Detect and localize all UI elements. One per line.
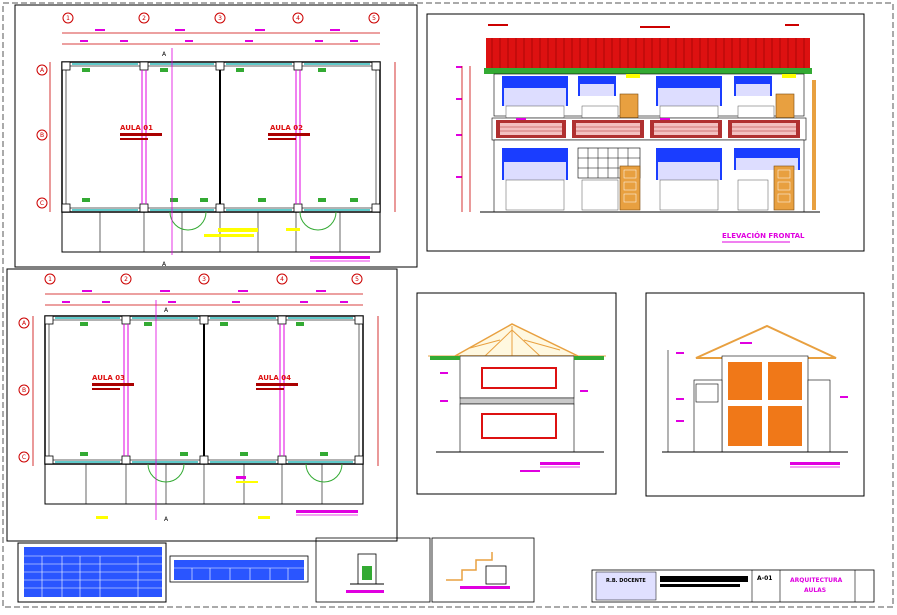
title-block: R.B. DOCENTE A-01 ARQUITECTURA AULAS xyxy=(591,569,875,603)
grid-label: C xyxy=(22,454,26,461)
sheet-border xyxy=(2,2,894,608)
foundation-detail xyxy=(315,537,431,603)
grid-label: C xyxy=(40,200,44,207)
front-elevation: ELEVACIÓN FRONTAL xyxy=(426,13,865,252)
schedule-table-left xyxy=(17,542,167,603)
room-label: AULA 03 xyxy=(92,374,125,382)
logo-text: R.B. DOCENTE xyxy=(606,578,646,584)
section-marker: A xyxy=(164,516,169,523)
cross-section xyxy=(416,292,617,495)
grid-label: 4 xyxy=(280,276,284,283)
room-label: AULA 01 xyxy=(120,124,153,132)
grid-label: 3 xyxy=(218,15,222,22)
section-marker: A xyxy=(162,261,167,268)
sheet-code: A-01 xyxy=(757,575,772,582)
grid-label: 5 xyxy=(372,15,376,22)
stair-detail xyxy=(431,537,535,603)
floor-plan-lower: 1 2 3 4 5 A B C xyxy=(6,268,398,542)
grid-label: 1 xyxy=(48,276,52,283)
section-marker: A xyxy=(162,51,167,58)
grid-label: B xyxy=(22,387,26,394)
grid-label: 4 xyxy=(296,15,300,22)
schedule-table-right xyxy=(169,555,309,583)
grid-axis-top xyxy=(62,12,380,24)
elevation-title: ELEVACIÓN FRONTAL xyxy=(722,231,805,240)
grid-label: 1 xyxy=(66,15,70,22)
company-logo xyxy=(595,571,657,601)
room-label: AULA 04 xyxy=(258,374,291,382)
sheet-subtitle: AULAS xyxy=(804,587,826,594)
section-marker: A xyxy=(164,307,169,314)
grid-label: 2 xyxy=(142,15,146,22)
grid-label: 5 xyxy=(355,276,359,283)
sheet-title: ARQUITECTURA xyxy=(790,577,843,584)
grid-label: 3 xyxy=(202,276,206,283)
lateral-elevation xyxy=(645,292,865,497)
grid-label: A xyxy=(22,320,27,327)
grid-label: B xyxy=(40,132,44,139)
grid-label: 2 xyxy=(124,276,128,283)
room-label: AULA 02 xyxy=(270,124,303,132)
floor-plan-upper: 1 2 3 4 5 A B C xyxy=(14,4,418,268)
grid-label: A xyxy=(40,67,45,74)
